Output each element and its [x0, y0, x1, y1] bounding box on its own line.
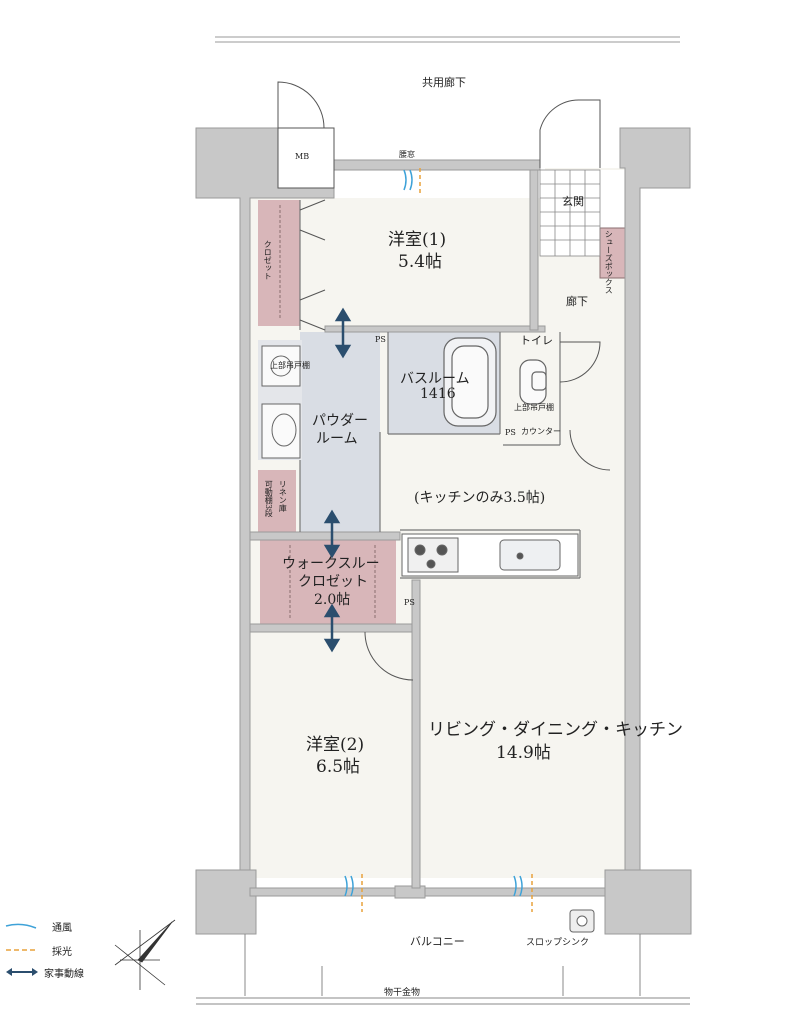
toilet-label: トイレ — [520, 334, 553, 347]
walkin-closet-line1: ウォークスルー — [282, 556, 380, 572]
upper-shelf-2-label: 上部吊戸棚 — [270, 361, 310, 370]
bedroom1-size: 5.4帖 — [398, 252, 443, 272]
washbasin — [261, 345, 301, 459]
balcony-rail — [196, 934, 690, 1005]
bedroom2-name: 洋室(2) — [306, 735, 365, 755]
ldk-name: リビング・ダイニング・キッチン — [428, 720, 683, 740]
linen-label: リネン庫 — [278, 480, 288, 512]
ldk-size: 14.9帖 — [496, 743, 551, 763]
legend-daylight: 採光 — [52, 940, 72, 960]
legend-ventilation-text: 通風 — [52, 922, 72, 934]
legend-daylight-text: 採光 — [52, 946, 72, 958]
balcony-label: バルコニー — [410, 935, 465, 948]
ps-label-1: PS — [375, 335, 386, 344]
mb-label: MB — [295, 152, 310, 161]
kitchen-only-label: (キッチンのみ3.5帖) — [414, 490, 546, 506]
interior-lines — [299, 200, 581, 579]
walls — [195, 127, 692, 935]
legend-housework-text: 家事動線 — [44, 968, 84, 980]
bedroom2-size: 6.5帖 — [316, 757, 361, 777]
linen-storage-fill — [258, 470, 296, 534]
doors — [277, 81, 611, 681]
shoe-box-label: シューズボックス — [604, 230, 614, 294]
walkin-closet-size: 2.0帖 — [314, 592, 351, 608]
adjustable-shelf-label: 可動棚3段 — [264, 480, 274, 518]
walkin-closet-line2: クロゼット — [298, 574, 368, 590]
bathroom-size: 1416 — [420, 386, 456, 402]
window-small-label: 腰窓 — [399, 150, 415, 159]
compass-icon — [114, 919, 176, 990]
closet-rails — [279, 205, 376, 620]
legend-ventilation: 通風 — [52, 916, 72, 936]
window-marks — [344, 168, 533, 912]
common-corridor-label: 共用廊下 — [422, 76, 466, 89]
bedroom1-name: 洋室(1) — [388, 230, 447, 250]
vent-mark-top — [403, 169, 413, 191]
legend-housework: 家事動線 — [44, 962, 84, 982]
kitchen-counter — [401, 533, 579, 577]
vent-mark-bed2 — [344, 875, 354, 897]
housework-arrows — [323, 307, 352, 653]
vent-mark-ldk — [513, 875, 523, 897]
powder-room-line2: ルーム — [316, 431, 358, 447]
upper-shelf-label: 上部吊戸棚 — [514, 403, 554, 412]
entrance-label: 玄関 — [562, 195, 584, 208]
counter-label: カウンター — [521, 427, 561, 436]
hallway-label: 廊下 — [566, 295, 588, 308]
entrance-tiles — [539, 169, 601, 257]
shoebox-fill — [599, 227, 627, 279]
bathroom-name: バスルーム — [400, 371, 470, 387]
drying-hardware-label: 物干金物 — [384, 988, 421, 998]
powder-room-line1: パウダー — [312, 413, 368, 429]
slop-sink-label: スロップシンク — [526, 938, 590, 948]
slop-sink — [569, 909, 595, 933]
legend-symbols — [5, 923, 38, 976]
bathtub — [443, 337, 497, 427]
toilet-fixture — [519, 359, 547, 405]
closet-1-fill — [258, 200, 300, 326]
closet-label: クロゼット — [263, 240, 273, 280]
powder-room-floor — [300, 332, 380, 532]
ps-label-3: PS — [404, 598, 415, 607]
ps-label-2: PS — [505, 428, 516, 437]
corridor-boundary — [215, 36, 680, 43]
